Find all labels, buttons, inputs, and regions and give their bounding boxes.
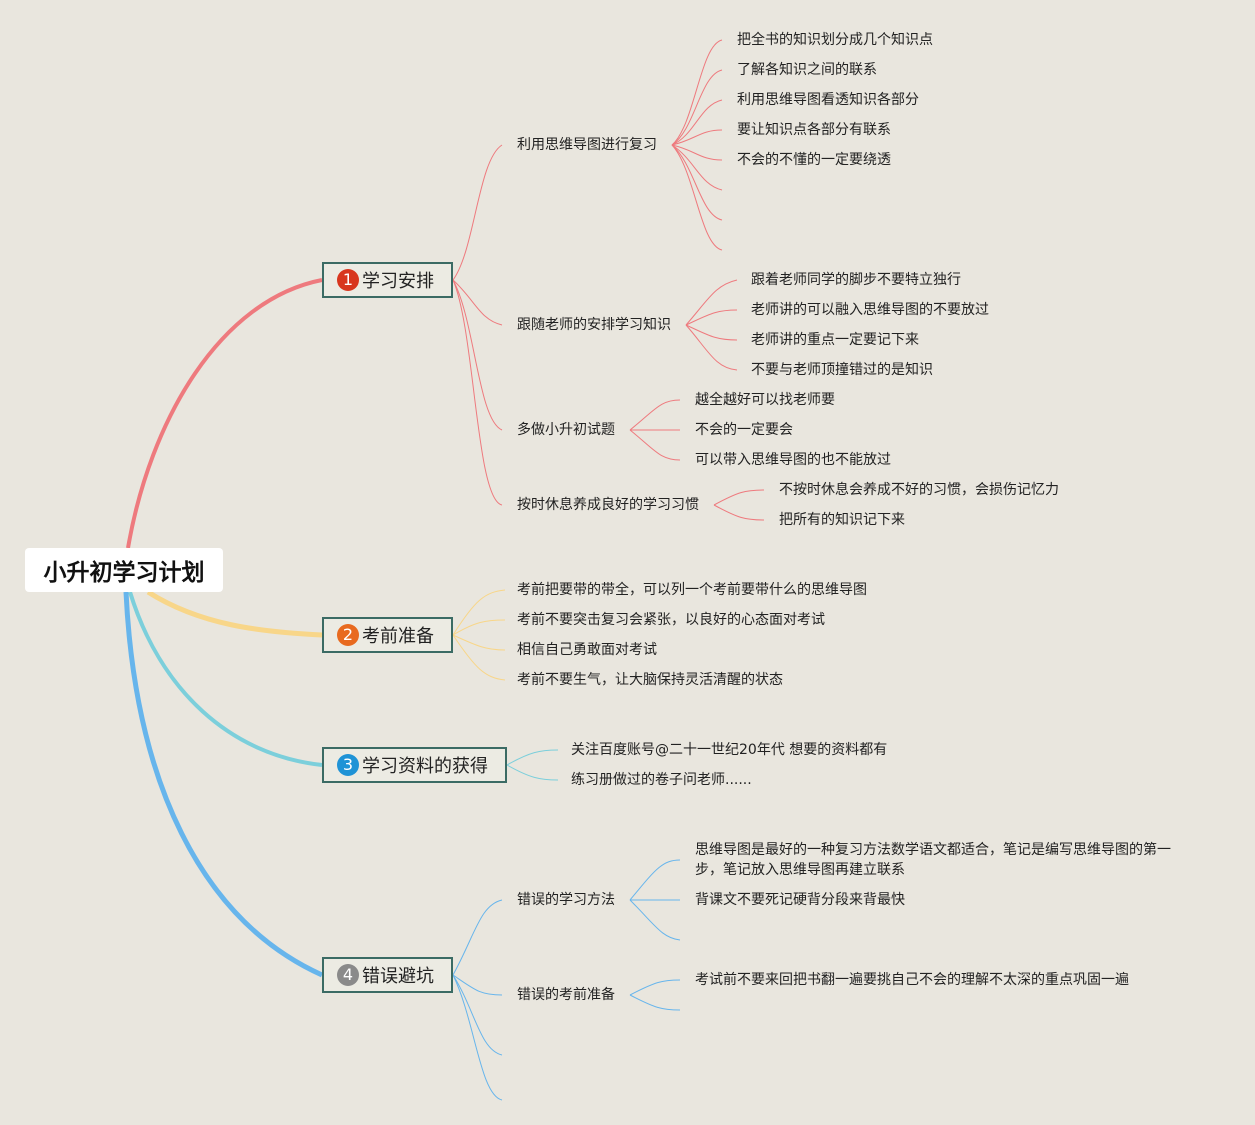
leaf-topic[interactable]: 思维导图是最好的一种复习方法数学语文都适合，笔记是编写思维导图的第一步，笔记放入… [695,842,1171,878]
leaf-topic[interactable]: 考试前不要来回把书翻一遍要挑自己不会的理解不太深的重点巩固一遍 [695,972,1129,988]
leaf-topic[interactable]: 考前不要生气，让大脑保持灵活清醒的状态 [517,672,783,688]
branch-materials[interactable]: 3 学习资料的获得 [322,747,507,783]
number-badge: 3 [337,754,359,776]
root-node[interactable]: 小升初学习计划 [25,548,223,592]
sub-topic[interactable]: 错误的学习方法 [517,892,615,908]
branch-label: 错误避坑 [362,966,434,987]
leaf-topic[interactable]: 考前不要突击复习会紧张，以良好的心态面对考试 [517,612,825,628]
leaf-topic[interactable]: 利用思维导图看透知识各部分 [737,92,919,108]
sub-topic[interactable]: 按时休息养成良好的学习习惯 [517,497,699,513]
connector-root-b3 [128,591,323,767]
leaf-topic[interactable]: 可以带入思维导图的也不能放过 [695,452,891,468]
leaf-topic[interactable]: 不会的一定要会 [695,422,793,438]
connectors-branch4 [452,859,681,1101]
leaf-topic[interactable]: 练习册做过的卷子问老师...... [571,772,752,788]
branch-label: 学习安排 [362,271,434,292]
leaf-topic[interactable]: 老师讲的重点一定要记下来 [751,332,919,348]
connectors-branch2 [452,589,506,681]
connector-root-b4 [123,591,324,978]
leaf-topic[interactable]: 跟着老师同学的脚步不要特立独行 [751,272,961,288]
leaf-topic[interactable]: 不按时休息会养成不好的习惯，会损伤记忆力 [779,482,1059,498]
number-badge: 2 [337,624,359,646]
leaf-topic[interactable]: 把所有的知识记下来 [779,512,905,528]
connectors-branch3 [506,749,559,781]
branch-study-plan[interactable]: 1 学习安排 [322,262,453,298]
sub-topic[interactable]: 错误的考前准备 [517,987,615,1003]
branch-avoid-mistakes[interactable]: 4 错误避坑 [322,957,453,993]
leaf-topic[interactable]: 相信自己勇敢面对考试 [517,642,657,658]
number-badge: 4 [337,964,359,986]
leaf-topic[interactable]: 要让知识点各部分有联系 [737,122,891,138]
sub-topic[interactable]: 利用思维导图进行复习 [517,137,657,153]
branch-label: 考前准备 [362,626,434,647]
leaf-topic[interactable]: 不会的不懂的一定要绕透 [737,152,891,168]
branch-label: 学习资料的获得 [362,756,488,777]
leaf-topic[interactable]: 不要与老师顶撞错过的是知识 [751,362,933,378]
branch-exam-prep[interactable]: 2 考前准备 [322,617,453,653]
leaf-topic[interactable]: 考前把要带的带全，可以列一个考前要带什么的思维导图 [517,582,867,598]
leaf-topic[interactable]: 越全越好可以找老师要 [695,392,835,408]
connectors-branch1 [452,39,765,521]
leaf-topic[interactable]: 老师讲的可以融入思维导图的不要放过 [751,302,989,318]
sub-topic[interactable]: 多做小升初试题 [517,422,615,438]
connector-root-b1 [126,278,323,549]
number-badge: 1 [337,269,359,291]
connector-root-b2 [146,589,323,638]
leaf-topic[interactable]: 了解各知识之间的联系 [737,62,877,78]
sub-topic[interactable]: 跟随老师的安排学习知识 [517,317,671,333]
leaf-topic[interactable]: 关注百度账号@二十一世纪20年代 想要的资料都有 [571,742,888,758]
leaf-topic[interactable]: 背课文不要死记硬背分段来背最快 [695,892,905,908]
leaf-topic[interactable]: 把全书的知识划分成几个知识点 [737,32,933,48]
